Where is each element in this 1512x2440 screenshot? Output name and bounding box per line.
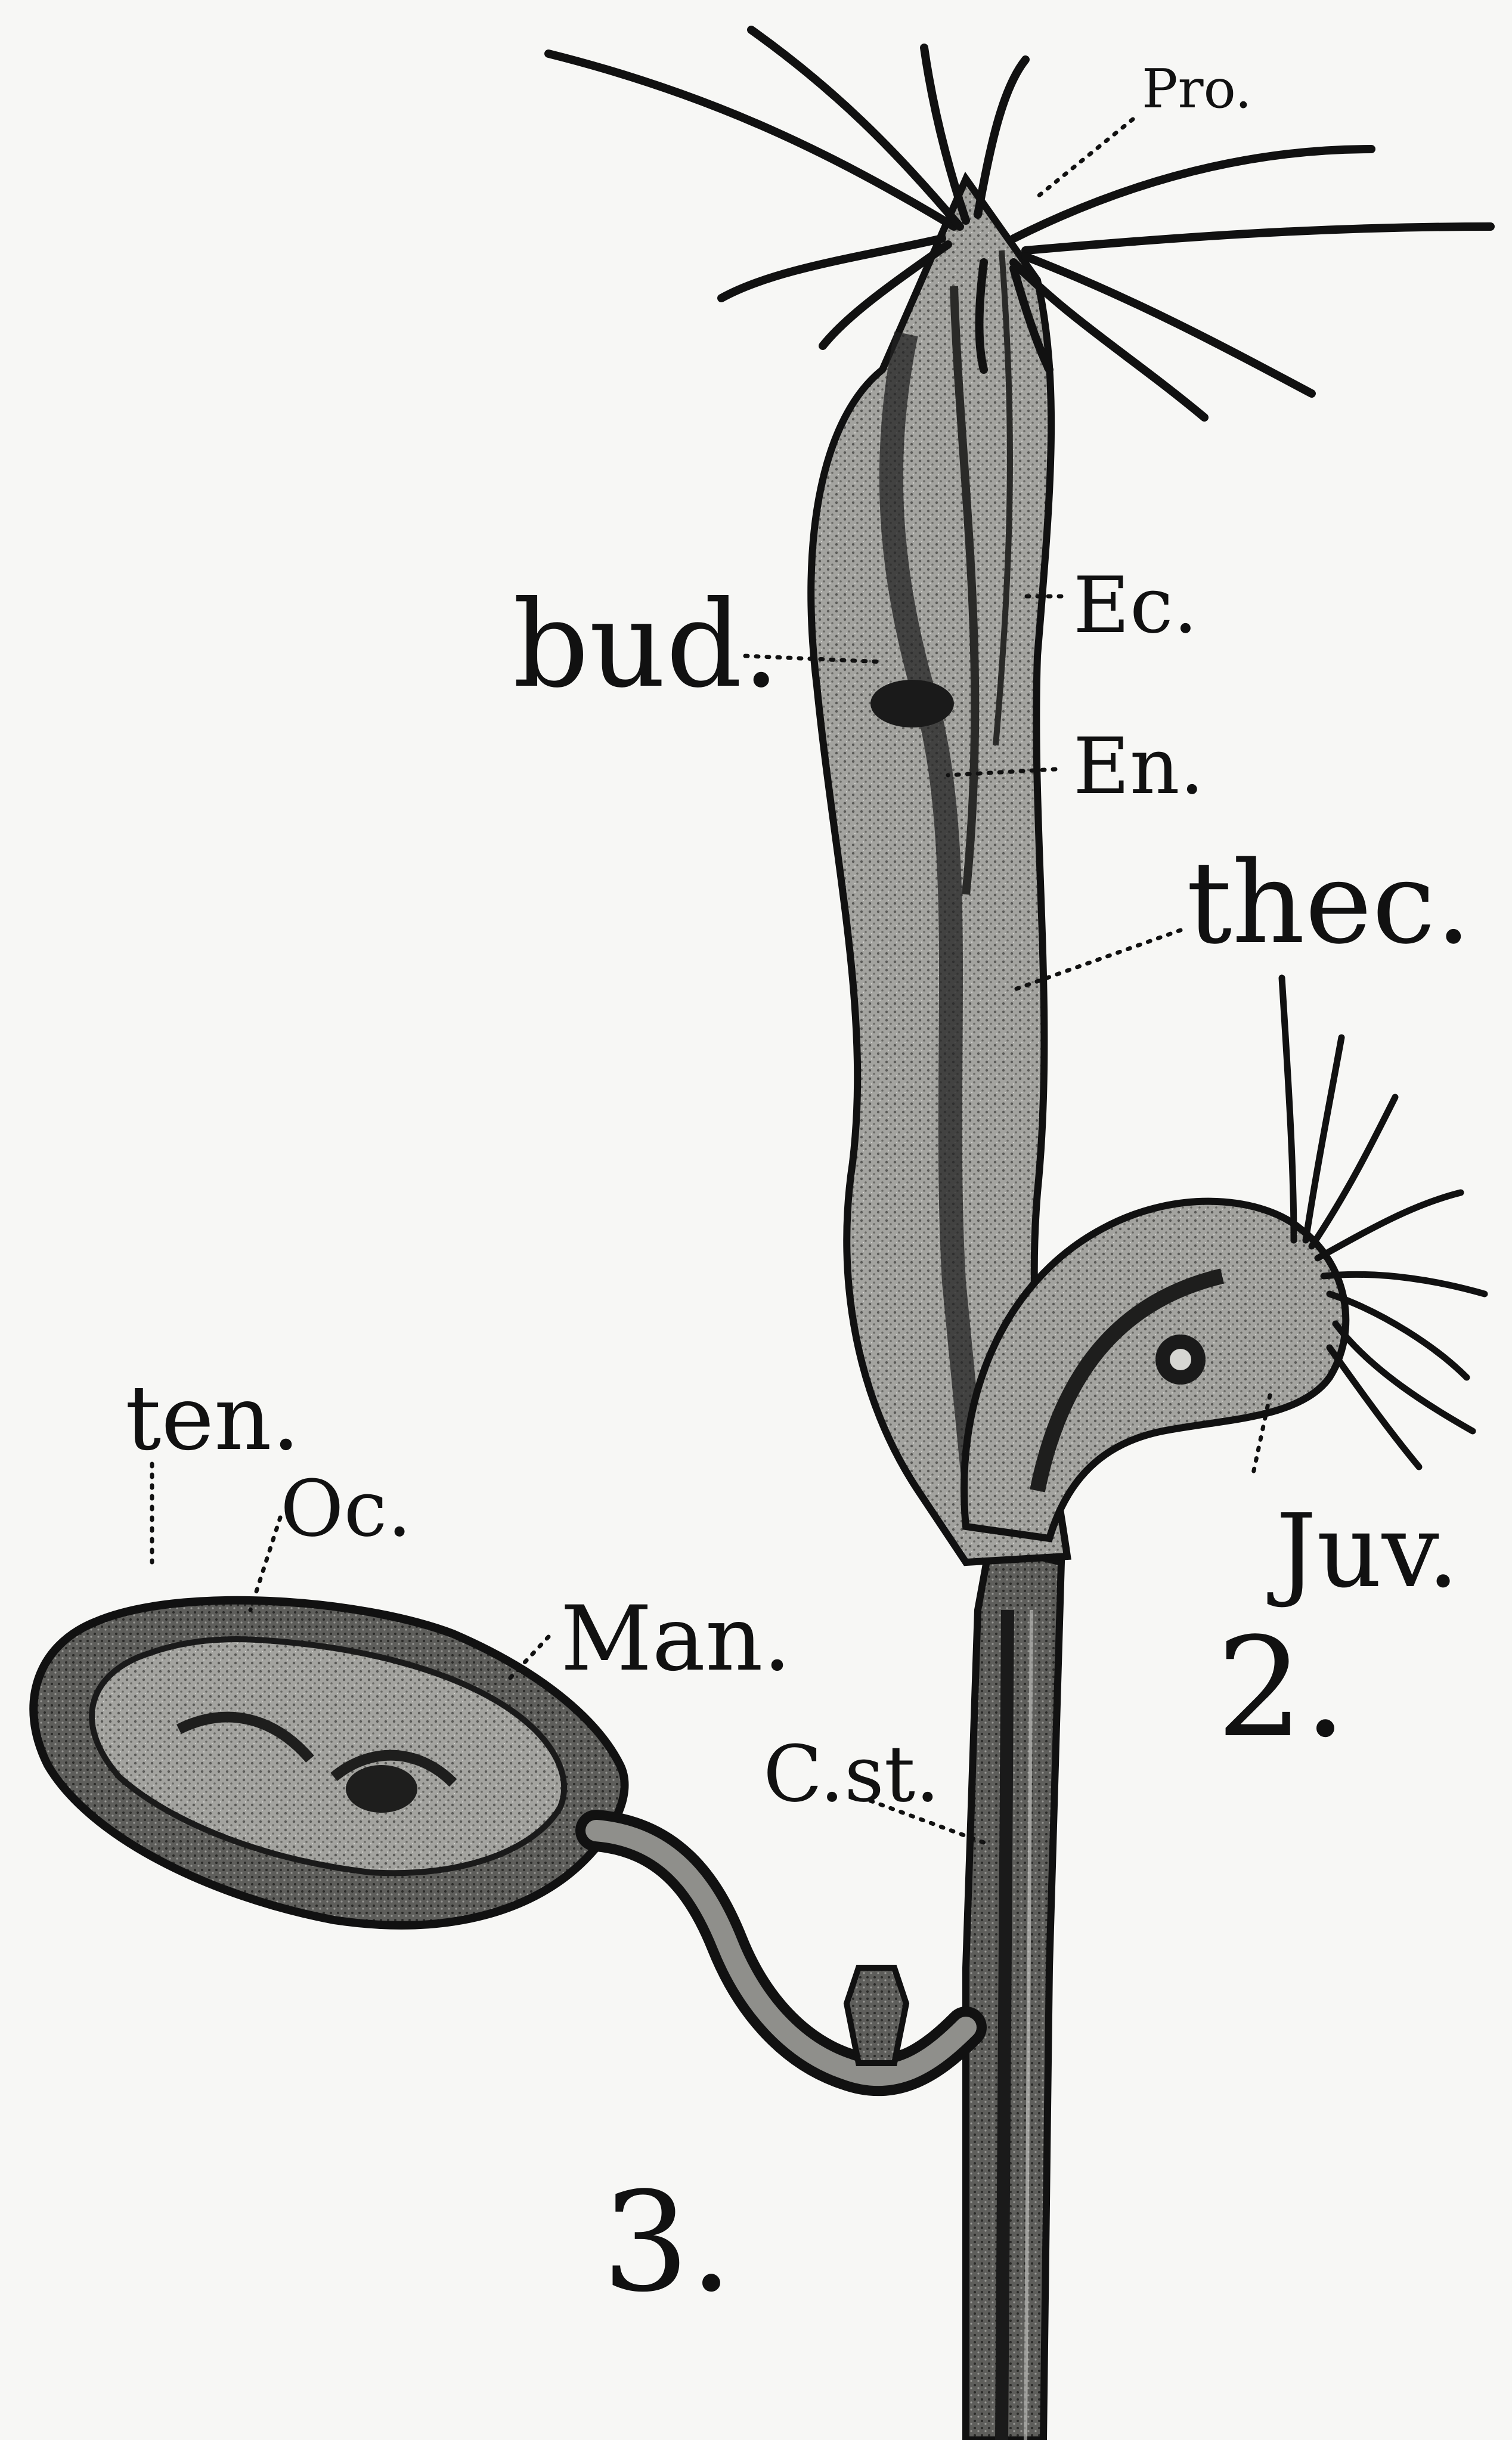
label-ec: Ec. (1073, 560, 1198, 651)
label-cst: C.st. (763, 1729, 940, 1819)
label-pro: Pro. (1142, 58, 1252, 120)
label-thec: thec. (1186, 837, 1471, 969)
label-oc: Oc. (280, 1463, 412, 1554)
stem (966, 1544, 1061, 2440)
figure-number-2: 2. (1216, 1609, 1347, 1768)
label-en: En. (1073, 721, 1204, 812)
label-juv: Juv. (1267, 1493, 1460, 1611)
label-man: Man. (560, 1587, 791, 1691)
label-ten: ten. (125, 1367, 300, 1470)
label-bud: bud. (513, 575, 780, 714)
stalk-nodule (847, 1968, 906, 2063)
figure-number-3: 3. (602, 2163, 733, 2323)
bud-mark (870, 680, 954, 727)
